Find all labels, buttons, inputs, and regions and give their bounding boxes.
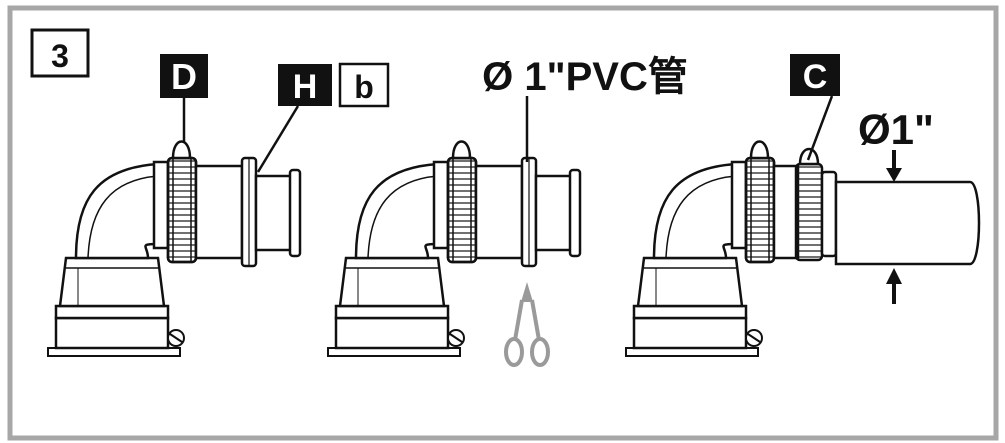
svg-text:H: H xyxy=(293,68,318,106)
svg-text:C: C xyxy=(803,58,828,96)
figure-1-elbow-assembly xyxy=(46,140,302,358)
arrow-down-icon xyxy=(886,150,902,182)
label-pipe-size: Ø 1"PVC管 xyxy=(482,55,688,99)
arrow-up-icon xyxy=(886,268,902,304)
scissors-icon xyxy=(504,282,550,367)
label-part-h: H xyxy=(278,64,332,106)
label-part-c: C xyxy=(790,54,840,96)
figure-2-cut-point xyxy=(326,140,582,358)
leader-line-c xyxy=(806,95,834,161)
label-part-b: b xyxy=(338,62,390,108)
step-number: 3 xyxy=(51,38,69,74)
svg-text:b: b xyxy=(354,69,374,105)
leader-line-h xyxy=(256,105,300,173)
step-number-box: 3 xyxy=(30,28,90,78)
label-part-d: D xyxy=(160,54,208,98)
label-pipe-diameter: Ø1" xyxy=(858,106,934,153)
svg-text:D: D xyxy=(171,56,197,97)
